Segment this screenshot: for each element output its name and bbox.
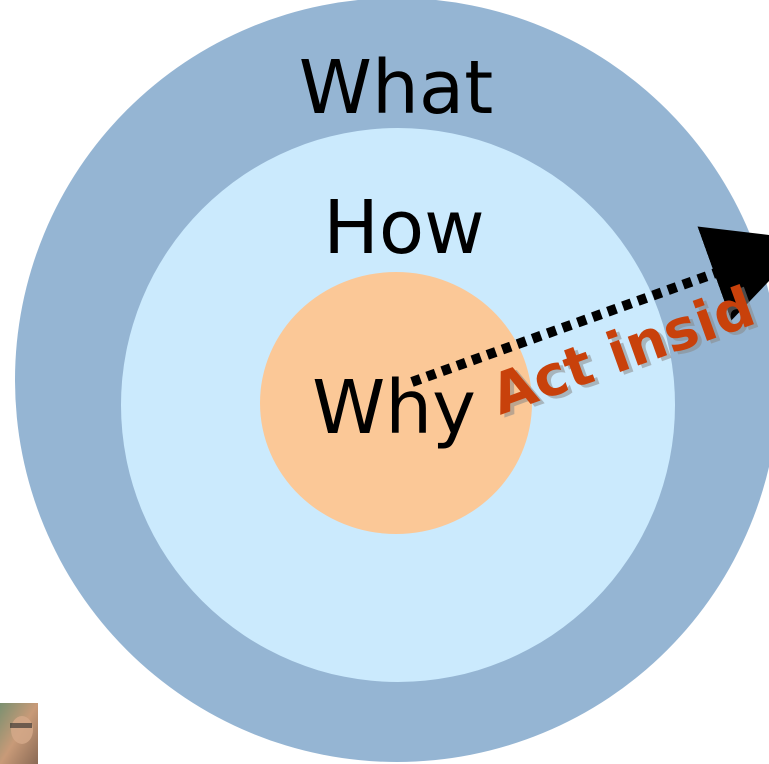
- middle-ring-label: How: [323, 185, 484, 271]
- outer-ring-label: What: [299, 45, 493, 131]
- portrait-thumbnail-icon: [0, 703, 38, 764]
- inner-core-label: Why: [312, 365, 476, 451]
